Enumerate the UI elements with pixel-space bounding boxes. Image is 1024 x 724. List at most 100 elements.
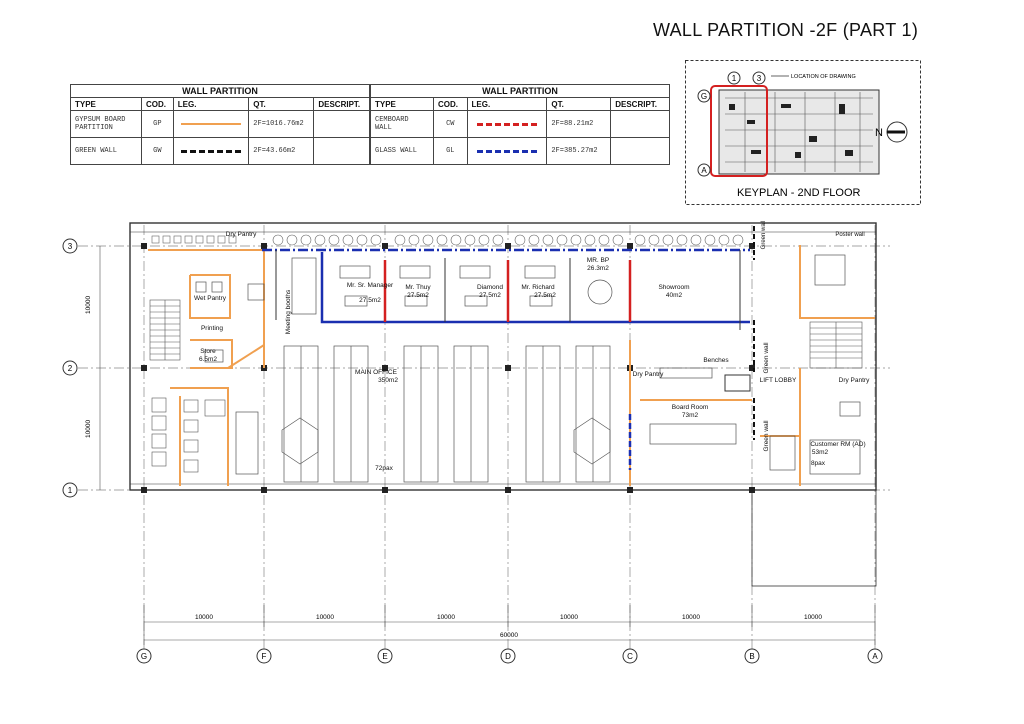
legend-table-right: WALL PARTITION TYPE COD. LEG. QT. DESCRI…	[370, 84, 670, 165]
svg-text:G: G	[701, 92, 707, 101]
grid-bubble-a	[867, 648, 883, 664]
legend-qty: 2F=43.66m2	[248, 137, 315, 165]
svg-text:B: B	[749, 652, 754, 661]
room-label: Poster wall	[835, 232, 864, 238]
keyplan-grid-marker	[697, 163, 711, 177]
vertical-span: 10000	[85, 420, 92, 438]
room-label: 27.5m2	[407, 292, 429, 299]
svg-text:D: D	[505, 652, 511, 661]
room-label: Green wall	[763, 342, 770, 374]
keyplan-grid-marker	[752, 71, 766, 85]
room-label: 6.5m2	[199, 356, 217, 363]
legend-code: GL	[433, 137, 468, 165]
keyplan-location-box	[710, 85, 768, 177]
legend-code: GW	[141, 137, 174, 165]
span-dimension: 10000	[316, 614, 334, 621]
room-label: 350m2	[378, 377, 398, 384]
room-label: Showroom	[658, 284, 689, 291]
room-label: 40m2	[666, 292, 683, 299]
span-dimension: 10000	[804, 614, 822, 621]
span-dimension: 10000	[195, 614, 213, 621]
total-dimension: 60000	[500, 632, 518, 639]
keyplan-caption: KEYPLAN - 2ND FLOOR	[737, 187, 861, 199]
legend-descript	[610, 137, 670, 165]
room-label: MR. BP	[587, 257, 609, 264]
svg-text:3: 3	[757, 74, 762, 83]
grid-bubble-d	[500, 648, 516, 664]
room-label: Green wall	[763, 420, 770, 452]
legend-table-left: WALL PARTITION TYPE COD. LEG. QT. DESCRI…	[70, 84, 370, 165]
legend-line-green-wall	[172, 137, 250, 165]
room-label: Diamond	[477, 284, 503, 291]
room-label: 8pax	[811, 460, 826, 467]
room-label: LIFT LOBBY	[760, 377, 797, 384]
svg-text:E: E	[382, 652, 387, 661]
span-dimension: 10000	[437, 614, 455, 621]
svg-text:3: 3	[68, 242, 73, 251]
staircase-left	[149, 299, 181, 361]
room-label: 26.3m2	[587, 265, 609, 272]
legend-code: GP	[141, 110, 174, 138]
grid-bubble-1	[62, 482, 78, 498]
grid-bubble-g	[136, 648, 152, 664]
cluster-desks	[281, 417, 611, 465]
room-label: MAIN OFFICE	[355, 369, 398, 376]
room-label: Printing	[201, 325, 223, 332]
legend-type: GLASS WALL	[370, 137, 434, 165]
legend-type: GREEN WALL	[70, 137, 142, 165]
span-dimension: 10000	[560, 614, 578, 621]
room-label: 72pax	[375, 465, 393, 472]
legend-descript	[313, 137, 370, 165]
cemboard-walls	[383, 260, 632, 322]
grid-bubble-2	[62, 360, 78, 376]
legend-type: GYPSUM BOARD PARTITION	[70, 110, 142, 138]
room-label: Mr. Sr. Manager	[347, 282, 394, 289]
legend-qty: 2F=1016.76m2	[248, 110, 315, 138]
room-label: Benches	[703, 357, 729, 364]
staircase-right	[809, 321, 863, 369]
office-furniture	[195, 254, 861, 475]
svg-text:F: F	[262, 652, 267, 661]
room-label: 27.5m2	[359, 297, 381, 304]
legend-line-glass	[466, 137, 548, 165]
lower-annex	[751, 489, 877, 587]
grid-column-markers: G F E D C B A	[136, 648, 883, 664]
chairs-dry-pantry-top	[151, 235, 237, 244]
svg-text:G: G	[141, 652, 147, 661]
grid-bubble-3	[62, 238, 78, 254]
room-label: 27.5m2	[534, 292, 556, 299]
grid-row-markers: 3 2 1	[62, 238, 78, 498]
legend-descript	[313, 110, 370, 138]
room-label: 53m2	[812, 449, 829, 456]
svg-text:C: C	[627, 652, 633, 661]
keyplan: 1 3 G A LOCATION OF DRAWING N KEYPLAN - …	[685, 60, 921, 205]
svg-text:1: 1	[732, 74, 737, 83]
keyplan-grid-marker	[727, 71, 741, 85]
glass-walls	[262, 248, 750, 470]
workstations	[235, 345, 611, 483]
keyplan-note: LOCATION OF DRAWING	[791, 74, 856, 80]
room-label: Dry Pantry	[226, 231, 257, 238]
building-outline	[129, 222, 877, 491]
room-label: Wet Pantry	[194, 295, 227, 302]
room-label: Mr. Thuy	[405, 284, 431, 291]
span-dimension: 10000	[682, 614, 700, 621]
grid-bubble-b	[744, 648, 760, 664]
north-label: N	[875, 127, 883, 139]
legend-descript	[610, 110, 670, 138]
room-label: Customer RM (AD)	[810, 441, 865, 448]
room-label: 73m2	[682, 412, 699, 419]
planters-top	[272, 234, 744, 246]
svg-text:1: 1	[68, 486, 73, 495]
legend-qty: 2F=385.27m2	[546, 137, 612, 165]
dimension-lines	[143, 605, 876, 645]
grid-bubble-e	[377, 648, 393, 664]
restroom-left	[151, 397, 226, 473]
keyplan-grid-marker	[697, 89, 711, 103]
room-label: 27.5m2	[479, 292, 501, 299]
room-label: Store	[200, 348, 216, 355]
drawing-title: WALL PARTITION -2F (PART 1)	[653, 20, 919, 40]
grid-bubble-c	[622, 648, 638, 664]
room-label: Dry Pantry	[633, 371, 664, 378]
